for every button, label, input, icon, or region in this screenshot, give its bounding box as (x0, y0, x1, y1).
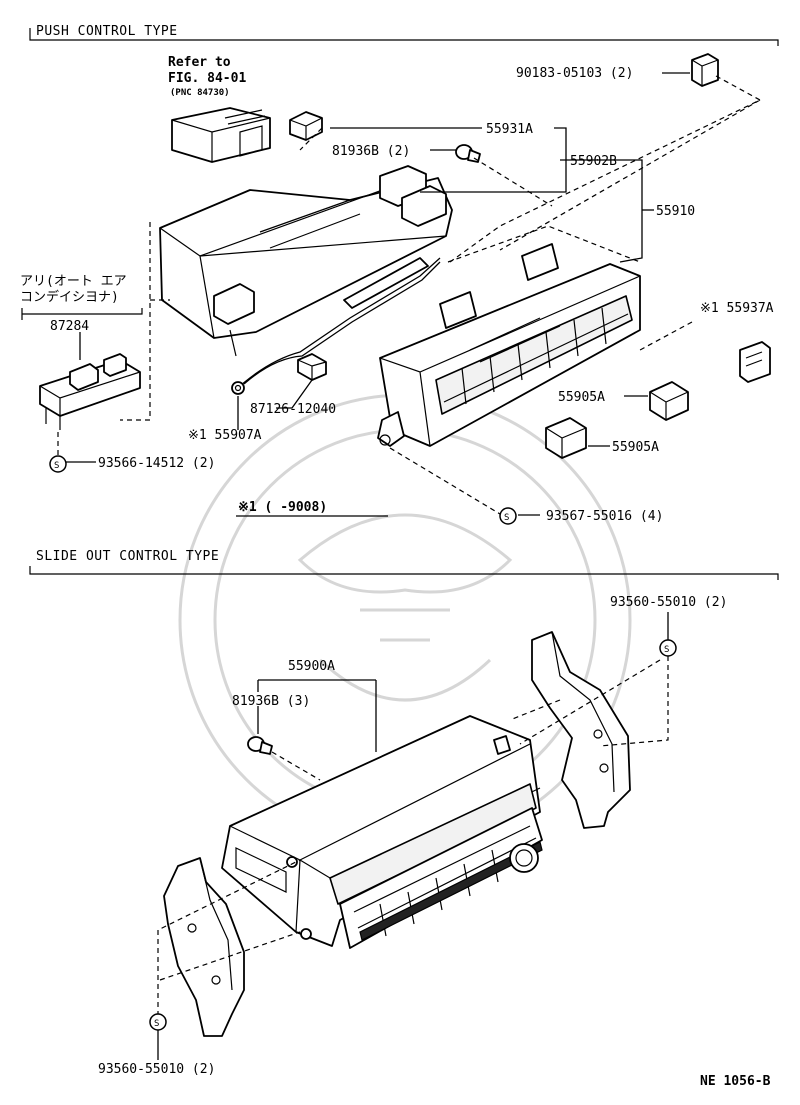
section-title-slide: SLIDE OUT CONTROL TYPE (36, 549, 219, 564)
jp-note-line-2: コンデイシヨナ) (20, 289, 119, 305)
label-55902B: 55902B (570, 154, 617, 169)
svg-text:S: S (664, 645, 669, 655)
svg-text:S: S (54, 461, 59, 471)
part-slide-left-bracket (163, 857, 245, 1037)
label-55931A: 55931A (486, 122, 533, 137)
label-93567: 93567-55016 (4) (546, 509, 663, 524)
label-55905A-1: 55905A (558, 390, 605, 405)
part-90183-clip (691, 53, 719, 87)
part-55905A-knob-2 (545, 417, 587, 459)
part-81936B-bulb-1 (455, 144, 481, 163)
part-slide-right-bracket (531, 631, 631, 829)
label-55905A-2: 55905A (612, 440, 659, 455)
label-55907A: ※1 55907A (188, 428, 262, 443)
section-push-control: PUSH CONTROL TYPE (29, 24, 779, 46)
label-93566: 93566-14512 (2) (98, 456, 215, 471)
label-93560-top: 93560-55010 (2) (610, 595, 727, 610)
screw-symbol-93560-top: S (659, 639, 677, 657)
part-55910-control-panel (377, 243, 641, 447)
leader-lines-push (21, 72, 762, 516)
screw-symbol-93560-bottom: S (149, 1013, 167, 1031)
svg-text:S: S (154, 1019, 159, 1029)
part-81936B-bulb-2 (247, 736, 273, 755)
refer-line-3: (PNC 84730) (170, 88, 230, 98)
label-81936B-2: 81936B (2) (332, 144, 410, 159)
part-87126-clip (297, 353, 327, 381)
label-87284: 87284 (50, 319, 89, 334)
leader-lines-slide (157, 612, 669, 1060)
part-55937A-switch (739, 341, 771, 383)
svg-text:S: S (504, 513, 509, 523)
control-switch-connector (171, 107, 271, 163)
section-slide-control: SLIDE OUT CONTROL TYPE (29, 549, 779, 580)
label-90183: 90183-05103 (2) (516, 66, 633, 81)
part-55931A-clip (289, 111, 323, 141)
footer-code: NE 1056-B (700, 1074, 771, 1089)
part-55900A-control-unit (221, 715, 543, 949)
refer-line-2: FIG. 84-01 (168, 71, 246, 86)
jp-note-line-1: アリ(オート エア (20, 274, 127, 289)
label-55937A: ※1 55937A (700, 301, 774, 316)
section-bracket-push (29, 28, 779, 46)
label-55910: 55910 (656, 204, 695, 219)
label-55900A: 55900A (288, 659, 335, 674)
refer-note: Refer to FIG. 84-01 (PNC 84730) (168, 55, 246, 98)
screw-symbol-93566: S (49, 455, 67, 473)
part-87284-bracket (39, 353, 141, 430)
part-55907A-cable (231, 257, 441, 395)
part-55902B-bracket (159, 165, 453, 357)
section-title-push: PUSH CONTROL TYPE (36, 24, 178, 39)
label-87126: 87126-12040 (250, 402, 336, 417)
label-93560-bottom: 93560-55010 (2) (98, 1062, 215, 1077)
part-55905A-knob-1 (649, 381, 689, 421)
section-bracket-slide (29, 566, 779, 580)
label-81936B-3: 81936B (3) (232, 694, 310, 709)
screw-symbol-93567: S (499, 507, 517, 525)
label-range-note: ※1 ( -9008) (238, 500, 327, 515)
refer-line-1: Refer to (168, 55, 231, 70)
